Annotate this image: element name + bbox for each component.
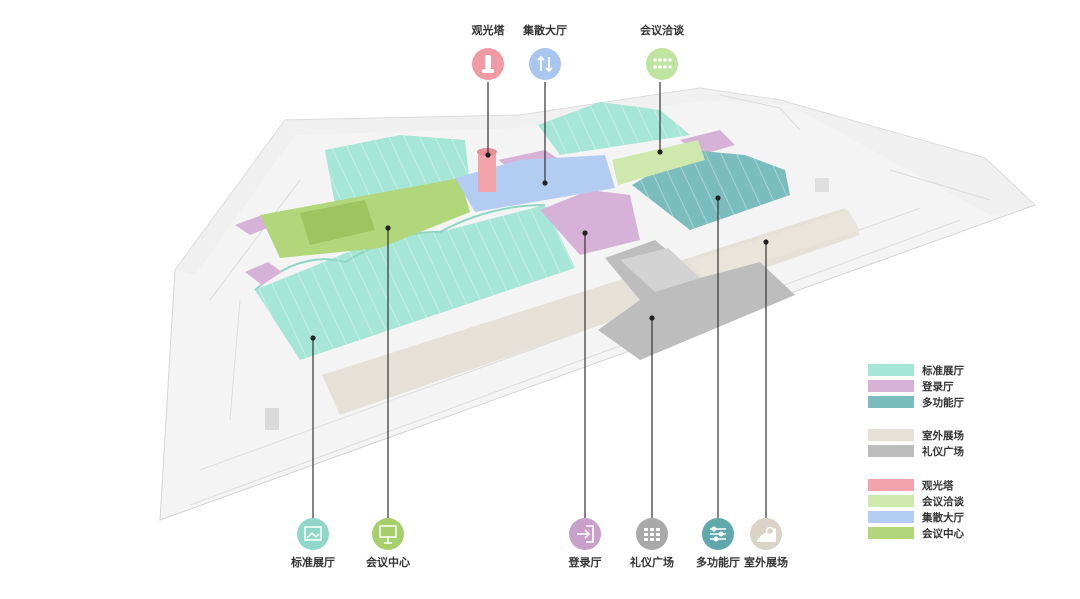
legend-swatch bbox=[868, 364, 914, 376]
legend: 标准展厅 登录厅 多功能厅 室外展场 礼仪广场 观光塔 会议洽谈 集散大厅 会议… bbox=[868, 364, 964, 540]
grid-plaza-icon bbox=[644, 528, 660, 541]
top-leaders bbox=[487, 82, 661, 183]
callout-observation-tower: 观光塔 bbox=[472, 23, 506, 80]
callout-label: 观光塔 bbox=[472, 23, 506, 37]
zone-multifunction bbox=[632, 150, 790, 230]
legend-label: 会议洽谈 bbox=[922, 495, 964, 508]
callout-ceremonial-plaza: 礼仪广场 bbox=[630, 518, 674, 569]
callout-label: 礼仪广场 bbox=[630, 555, 674, 569]
zone-conference-center bbox=[260, 178, 470, 258]
anchor-dot bbox=[385, 225, 391, 231]
tower-icon bbox=[482, 55, 494, 73]
legend-label: 标准展厅 bbox=[921, 364, 964, 377]
legend-label: 多功能厅 bbox=[922, 396, 964, 409]
legend-group-outdoor: 室外展场 礼仪广场 bbox=[868, 429, 964, 458]
legend-swatch bbox=[868, 479, 914, 491]
legend-swatch bbox=[868, 380, 914, 392]
callout-concourse: 集散大厅 bbox=[522, 23, 567, 80]
zone-meeting-negotiation bbox=[612, 140, 705, 185]
legend-label: 会议中心 bbox=[922, 527, 964, 540]
zone-standard-halls bbox=[254, 102, 690, 360]
callout-multifunction: 多功能厅 bbox=[696, 518, 740, 569]
callout-label: 集散大厅 bbox=[522, 23, 567, 37]
zone-outdoor-exhibition bbox=[322, 208, 860, 415]
callout-label: 会议中心 bbox=[366, 555, 410, 569]
callout-label: 会议洽谈 bbox=[640, 23, 685, 37]
callout-conference-center: 会议中心 bbox=[366, 518, 410, 569]
callout-outdoor-exhibition: 室外展场 bbox=[744, 518, 788, 569]
callout-registration: 登录厅 bbox=[568, 518, 602, 569]
legend-label: 登录厅 bbox=[921, 380, 954, 393]
anchor-dot bbox=[310, 335, 316, 341]
legend-swatch bbox=[868, 511, 914, 523]
legend-label: 礼仪广场 bbox=[922, 445, 964, 458]
callout-label: 多功能厅 bbox=[696, 555, 740, 569]
sign-in-icon bbox=[577, 525, 594, 543]
callout-label: 标准展厅 bbox=[290, 555, 335, 569]
anchor-dot bbox=[542, 180, 548, 186]
anchor-dot bbox=[485, 152, 491, 158]
zone-observation-tower bbox=[477, 148, 497, 192]
legend-swatch bbox=[868, 527, 914, 539]
outdoor-field-icon bbox=[757, 526, 776, 542]
anchor-dot bbox=[657, 149, 663, 155]
legend-label: 观光塔 bbox=[922, 479, 954, 492]
callout-circle bbox=[646, 48, 678, 80]
legend-swatch bbox=[868, 495, 914, 507]
legend-swatch bbox=[868, 429, 914, 441]
bottom-leaders bbox=[312, 198, 767, 518]
callout-label: 登录厅 bbox=[568, 555, 602, 569]
callout-standard-hall: 标准展厅 bbox=[290, 518, 335, 569]
presentation-board-icon bbox=[379, 525, 397, 544]
legend-label: 室外展场 bbox=[922, 429, 964, 442]
legend-swatch bbox=[868, 396, 914, 408]
sliders-icon bbox=[710, 526, 726, 542]
anchor-dot bbox=[582, 230, 588, 236]
meeting-seats-icon bbox=[653, 58, 672, 69]
legend-swatch bbox=[868, 445, 914, 457]
anchor-dot bbox=[649, 315, 655, 321]
legend-label: 集散大厅 bbox=[921, 511, 964, 524]
callout-meeting-negotiation: 会议洽谈 bbox=[640, 23, 685, 80]
zone-ceremonial-plaza bbox=[598, 240, 795, 360]
anchor-dot bbox=[715, 195, 721, 201]
callout-circle bbox=[372, 518, 404, 550]
legend-group-facilities: 观光塔 会议洽谈 集散大厅 会议中心 bbox=[868, 479, 964, 540]
callout-circle bbox=[529, 48, 561, 80]
up-down-arrows-icon bbox=[537, 55, 553, 73]
callout-label: 室外展场 bbox=[744, 555, 788, 569]
picture-icon bbox=[304, 526, 322, 541]
legend-group-halls: 标准展厅 登录厅 多功能厅 bbox=[868, 364, 964, 409]
anchor-dot bbox=[763, 239, 769, 245]
